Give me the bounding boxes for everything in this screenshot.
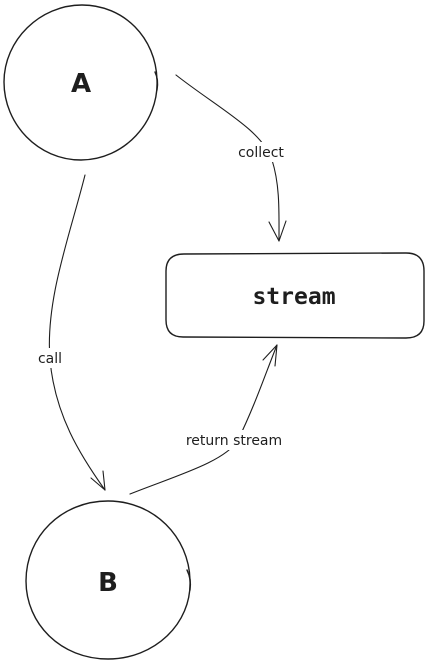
node-b[interactable]: B: [25, 500, 192, 660]
node-a[interactable]: A: [3, 4, 159, 161]
edge-call[interactable]: call: [34, 174, 106, 491]
edge-return-stream-label-bg: [177, 430, 291, 450]
node-a-circle: [3, 4, 158, 161]
edge-return-stream[interactable]: return stream: [129, 344, 291, 495]
edge-return-stream-arrowhead: [262, 344, 278, 367]
edge-return-stream-line: [129, 344, 278, 495]
node-a-circle-overlap: [154, 71, 159, 91]
edge-call-arrowhead: [90, 470, 106, 491]
edge-collect-arrowhead: [268, 220, 287, 242]
node-b-circle: [25, 500, 191, 660]
edge-call-label-bg: [34, 348, 66, 368]
node-b-circle-overlap: [186, 569, 192, 591]
edge-collect[interactable]: collect: [175, 74, 288, 242]
edge-call-line: [48, 174, 106, 491]
node-stream-label: stream: [252, 284, 335, 310]
edge-return-stream-label: return stream: [186, 433, 282, 449]
edge-collect-label: collect: [238, 145, 284, 161]
node-a-label: A: [71, 69, 91, 99]
node-stream[interactable]: stream: [165, 252, 425, 339]
edge-collect-label-bg: [234, 142, 288, 162]
node-stream-box: [165, 252, 425, 339]
edge-call-label: call: [38, 351, 62, 367]
node-b-label: B: [98, 568, 118, 598]
